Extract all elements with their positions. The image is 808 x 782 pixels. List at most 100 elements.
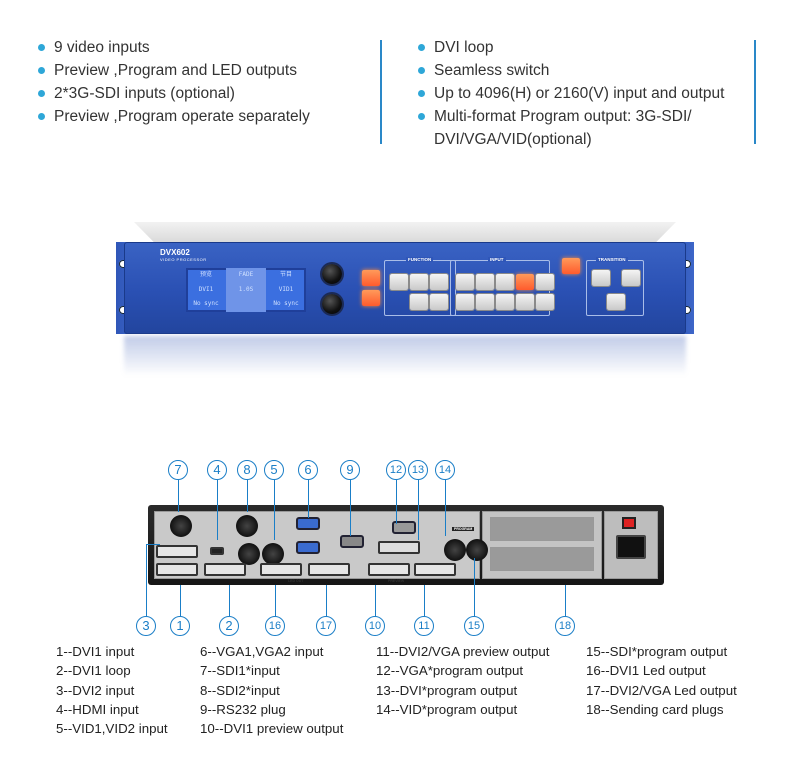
front-button — [516, 274, 534, 290]
bnc-connector — [236, 515, 258, 537]
group-label: INPUT — [488, 257, 506, 262]
front-button — [622, 270, 640, 286]
bnc-connector — [466, 539, 488, 561]
callout-11: 11 — [414, 616, 434, 636]
group-label: TRANSITION — [596, 257, 628, 262]
legend-column-2: 6--VGA1,VGA2 input 7--SDI1*input 8--SDI2… — [200, 642, 343, 738]
bullet-icon — [38, 113, 45, 120]
callout-18: 18 — [555, 616, 575, 636]
callout-9: 9 — [340, 460, 360, 480]
front-button — [516, 294, 534, 310]
dvi-port — [156, 545, 198, 558]
front-button — [536, 274, 554, 290]
callout-2: 2 — [219, 616, 239, 636]
power-switch — [622, 517, 636, 529]
callout-10: 10 — [365, 616, 385, 636]
front-button — [562, 258, 580, 274]
front-button — [362, 290, 380, 306]
bnc-connector — [262, 543, 284, 565]
front-button — [456, 274, 474, 290]
vga-port — [392, 521, 416, 534]
legend-item: 12--VGA*program output — [376, 663, 524, 679]
legend-item: 8--SDI2*input — [200, 682, 280, 698]
bullet-icon — [418, 67, 425, 74]
rs232-port — [340, 535, 364, 548]
front-button — [456, 294, 474, 310]
dvi-port — [378, 541, 420, 554]
vga-port — [296, 541, 320, 554]
front-button — [536, 294, 554, 310]
dvi-port — [414, 563, 456, 576]
power-socket — [616, 535, 646, 559]
knob-icon — [322, 294, 342, 314]
leader-line — [424, 585, 425, 616]
leader-line — [308, 480, 309, 518]
dvi-port — [308, 563, 350, 576]
leader-line — [229, 585, 230, 616]
legend-item: 11--DVI2/VGA preview output — [376, 644, 550, 659]
callout-17: 17 — [316, 616, 336, 636]
bullet-icon — [418, 44, 425, 51]
leader-line — [326, 585, 327, 616]
group-label: FUNCTION — [406, 257, 434, 262]
front-button — [390, 274, 408, 290]
front-button — [496, 274, 514, 290]
legend-item: 10--DVI1 preview output — [200, 721, 344, 737]
dvi-port — [368, 563, 410, 576]
legend-column-4: 15--SDI*program output 16--DVI1 Led outp… — [586, 642, 737, 719]
front-button — [430, 274, 448, 290]
leader-line — [146, 544, 160, 545]
bnc-connector — [444, 539, 466, 561]
bnc-connector — [170, 515, 192, 537]
leader-line — [178, 480, 179, 512]
feature-item: 2*3G-SDI inputs (optional) — [36, 82, 376, 105]
leader-line — [445, 480, 446, 536]
front-button — [410, 274, 428, 290]
front-button — [607, 294, 625, 310]
legend-item: 14--VID*program output — [376, 701, 518, 717]
callout-5: 5 — [264, 460, 284, 480]
callout-15: 15 — [464, 616, 484, 636]
dvi-port — [156, 563, 198, 576]
feature-item: Preview ,Program operate separately — [36, 105, 376, 128]
front-button — [476, 274, 494, 290]
bullet-icon — [418, 113, 425, 120]
leader-line — [375, 585, 376, 616]
device-front-image: DVX602 VIDEO PROCESSOR 预览 FADE 节目 DVI1 1… — [116, 218, 694, 393]
device-reflection — [124, 336, 686, 376]
legend-column-3: 11--DVI2/VGA preview output 12--VGA*prog… — [376, 642, 549, 719]
leader-line — [396, 480, 397, 524]
callout-14: 14 — [435, 460, 455, 480]
leader-line — [275, 585, 276, 616]
leader-line — [274, 480, 275, 540]
legend-item: 4--HDMI input — [56, 701, 139, 717]
lcd-screen: 预览 FADE 节目 DVI1 1.0S VID1 No sync No syn… — [186, 268, 306, 312]
bullet-icon — [38, 44, 45, 51]
feature-item: Multi-format Program output: 3G-SDI/ DVI… — [416, 105, 726, 151]
legend-item: 16--DVI1 Led output — [586, 663, 706, 679]
legend-item: 7--SDI1*input — [200, 663, 280, 679]
dvi-port — [204, 563, 246, 576]
callout-16: 16 — [265, 616, 285, 636]
device-top-face — [134, 222, 676, 244]
leader-line — [350, 480, 351, 536]
hdmi-port — [210, 547, 224, 555]
legend-item: 5--VID1,VID2 input — [56, 721, 168, 737]
knob-icon — [322, 264, 342, 284]
back-label: PREVIEW — [388, 579, 405, 583]
dvi-port — [260, 563, 302, 576]
feature-item: Up to 4096(H) or 2160(V) input and outpu… — [416, 82, 756, 105]
sending-card-slot — [490, 547, 594, 571]
callout-12: 12 — [386, 460, 406, 480]
back-label: LED OUT — [288, 579, 304, 583]
leader-line — [474, 558, 475, 616]
feature-item: Seamless switch — [416, 59, 756, 82]
device-back-image: LED OUT PREVIEW PROGRAM — [148, 505, 664, 585]
feature-item: 9 video inputs — [36, 36, 376, 59]
bullet-icon — [418, 90, 425, 97]
legend-item: 3--DVI2 input — [56, 682, 135, 698]
device-brand: DVX602 VIDEO PROCESSOR — [160, 248, 207, 262]
sending-card-slot — [490, 517, 594, 541]
callout-6: 6 — [298, 460, 318, 480]
legend-column-1: 1--DVI1 input 2--DVI1 loop 3--DVI2 input… — [56, 642, 168, 738]
